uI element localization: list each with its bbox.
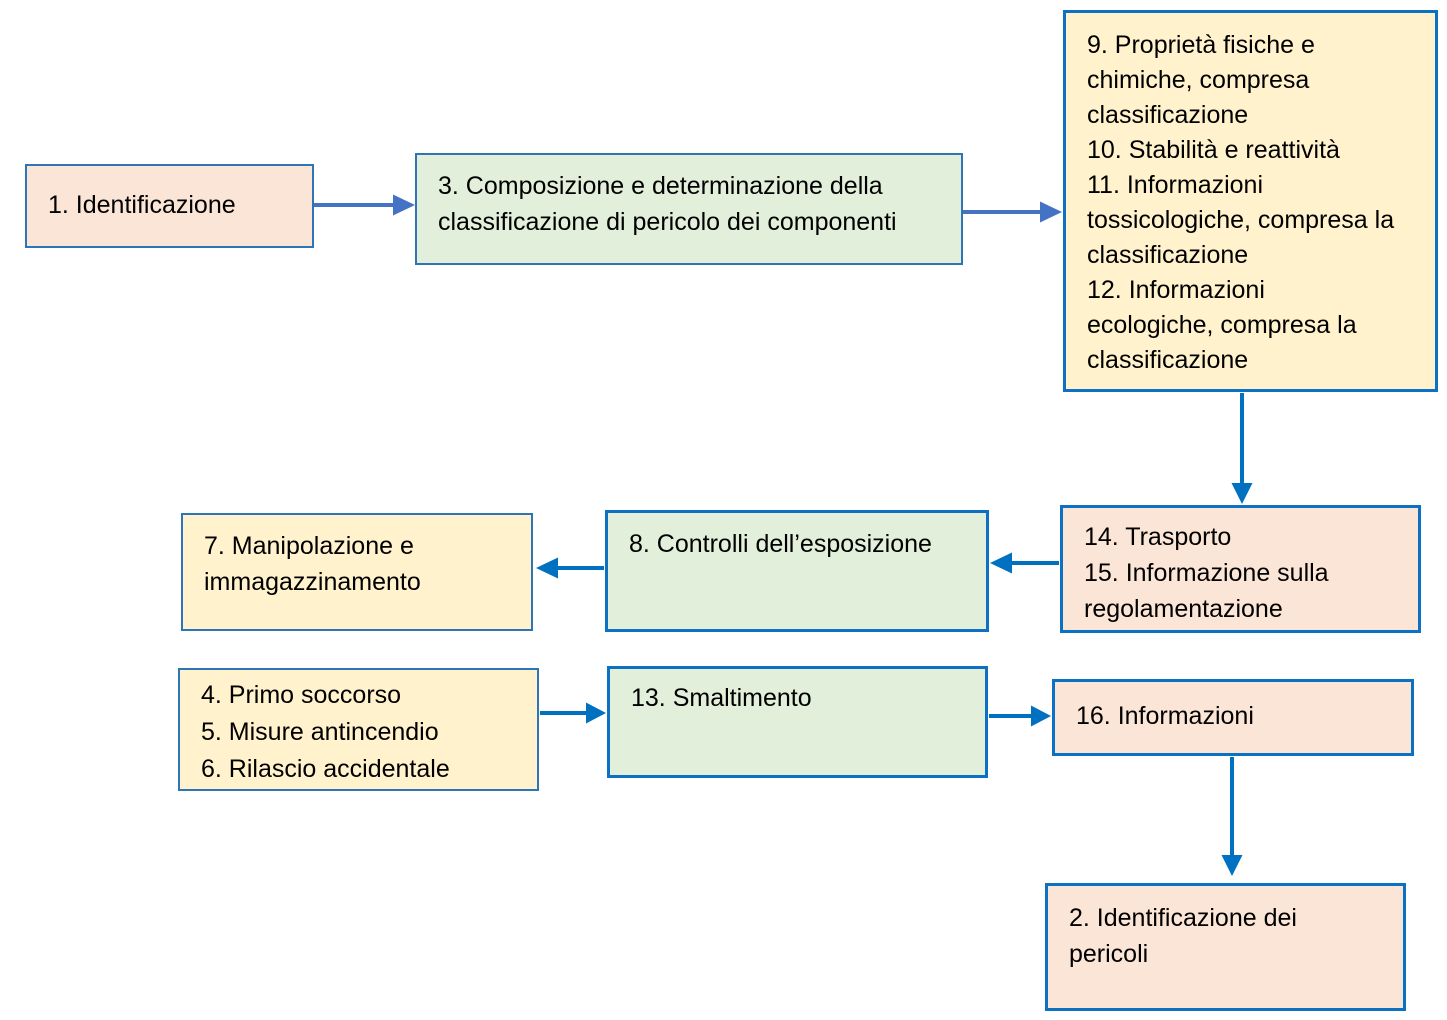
arrow-14-to-8 — [990, 552, 1059, 574]
node-7-manipolazione: 7. Manipolazione e immagazzinamento — [181, 513, 533, 631]
node-text-line: classificazione — [1087, 346, 1249, 374]
node-16-informazioni: 16. Informazioni — [1052, 679, 1414, 756]
node-text-line: ecologiche, compresa la — [1087, 311, 1357, 339]
node-14-15-trasporto-regolamentazione: 14. Trasporto 15. Informazione sulla regol… — [1060, 505, 1421, 633]
node-text-line: 1. Identificazione — [48, 191, 236, 219]
node-13-smaltimento: 13. Smaltimento — [607, 666, 988, 778]
node-text-line: classificazione — [1087, 101, 1249, 129]
node-text-line: 15. Informazione sulla — [1084, 559, 1329, 587]
arrow-1-to-3 — [314, 194, 415, 216]
node-text-line: 14. Trasporto — [1084, 523, 1232, 551]
node-4-5-6-soccorso-antincendio-rilascio: 4. Primo soccorso 5. Misure antincendio 6.… — [178, 668, 539, 791]
node-text-line: tossicologiche, compresa la — [1087, 206, 1395, 234]
node-text-line: 16. Informazioni — [1076, 702, 1254, 730]
node-text-line: 7. Manipolazione e — [204, 532, 414, 560]
arrow-16-to-2 — [1221, 757, 1243, 876]
node-text-line: 12. Informazioni — [1087, 276, 1265, 304]
node-text-line: 5. Misure antincendio — [201, 718, 439, 746]
node-text-line: 8. Controlli dell’esposizione — [629, 530, 932, 558]
node-text-line: regolamentazione — [1084, 595, 1283, 623]
node-8-controlli-esposizione: 8. Controlli dell’esposizione — [605, 510, 989, 632]
node-text-line: 13. Smaltimento — [631, 684, 812, 712]
node-text-line: chimiche, compresa — [1087, 66, 1310, 94]
node-text-line: pericoli — [1069, 940, 1149, 968]
node-1-identificazione: 1. Identificazione — [25, 164, 314, 248]
node-text-line: 11. Informazioni — [1087, 171, 1264, 199]
node-text-line: 6. Rilascio accidentale — [201, 755, 450, 783]
node-text-line: 9. Proprietà fisiche e — [1087, 31, 1315, 59]
arrow-8-to-7 — [536, 557, 604, 579]
node-2-identificazione-pericoli: 2. Identificazione dei pericoli — [1045, 883, 1406, 1011]
arrow-9-to-14 — [1231, 393, 1253, 504]
arrow-3-to-9 — [963, 201, 1062, 223]
node-text-line: classificazione — [1087, 241, 1249, 269]
node-text-line: 3. Composizione e determinazione della — [438, 172, 883, 200]
arrow-13-to-16 — [989, 705, 1051, 727]
node-9-10-11-12-proprieta-stabilita-tossicologiche-ecologiche: 9. Proprietà fisiche e chimiche, compresa… — [1063, 10, 1438, 392]
node-text-line: 10. Stabilità e reattività — [1087, 136, 1340, 164]
node-text-line: classificazione di pericolo dei componen… — [438, 208, 897, 236]
node-text-line: immagazzinamento — [204, 568, 421, 596]
node-text-line: 2. Identificazione dei — [1069, 904, 1297, 932]
node-3-composizione: 3. Composizione e determinazione della cl… — [415, 153, 963, 265]
node-text-line: 4. Primo soccorso — [201, 681, 402, 709]
arrow-4-to-13 — [540, 702, 606, 724]
